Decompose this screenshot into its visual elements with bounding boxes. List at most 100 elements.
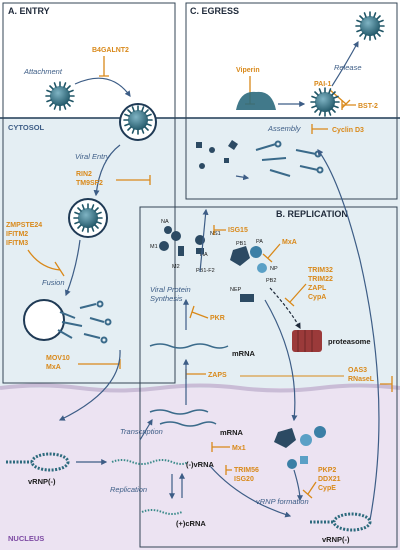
nuclear-envelope (0, 383, 400, 393)
nucleus-region (0, 388, 400, 550)
step-vps-2: Synthesis (150, 294, 183, 303)
rf-zmpste24: ZMPSTE24 (6, 222, 42, 229)
rf-isg15: ISG15 (228, 227, 248, 234)
nuclear-proteins (274, 426, 326, 469)
rf-ddx21: DDX21 (318, 476, 341, 483)
assembly-proteins (196, 140, 238, 169)
vrnp-left-shape (6, 452, 70, 472)
rf-b4galnt2: B4GALNT2 (92, 47, 129, 54)
proteasome-label: proteasome (328, 337, 371, 346)
arrow-export (317, 149, 380, 521)
vrna-strand (111, 459, 189, 465)
proteasome-shape (292, 330, 322, 352)
prot-pa: PA (256, 239, 263, 245)
entry-title: A. ENTRY (8, 6, 50, 16)
arrow-release (331, 40, 359, 87)
mrna-cyto-strand (149, 343, 229, 349)
rf-isg20: ISG20 (234, 476, 254, 483)
inhibit-pkr (189, 305, 209, 319)
budding-site (236, 91, 276, 110)
vrnp-right-label: vRNP(-) (322, 535, 350, 544)
inhibit-pkp2 (302, 481, 317, 499)
arrow-proteasome (269, 287, 301, 330)
inhibit-oas3 (380, 376, 393, 392)
virion-attachment (45, 81, 75, 111)
replication-title: B. REPLICATION (276, 209, 348, 219)
crna-label: (+)cRNA (176, 519, 206, 528)
step-release: Release (334, 63, 362, 72)
inhibit-fusion (27, 249, 65, 277)
rf-viperin: Viperin (236, 67, 260, 74)
step-assembly: Assembly (267, 124, 302, 133)
rf-pkp2: PKP2 (318, 467, 336, 474)
prot-pb1f2: PB1-F2 (196, 268, 215, 274)
virion-budding (310, 87, 340, 117)
mrna-cyto-label: mRNA (232, 349, 256, 358)
inhibit-bst2 (341, 100, 356, 110)
prot-np: NP (270, 266, 278, 272)
arrow-attach (74, 77, 131, 97)
virion-released (355, 11, 385, 41)
prot-nep: NEP (230, 287, 242, 293)
rf-rnasel: RNaseL (348, 376, 375, 383)
inhibit-isg15 (213, 225, 226, 235)
prot-na: NA (161, 219, 169, 225)
nep-shape (240, 294, 254, 302)
released-vrnps (57, 300, 112, 344)
inhibit-trim (284, 283, 307, 307)
pb1-shape (230, 246, 250, 266)
vrnp-right-shape (310, 512, 372, 532)
fusing-endosome (23, 299, 65, 341)
step-transcription: Transcription (120, 427, 163, 436)
step-viral-entry: Viral Entry (75, 152, 111, 161)
rf-pkr: PKR (210, 315, 225, 322)
nucleus-label: NUCLEUS (8, 534, 44, 543)
rf-cype: CypE (318, 485, 336, 492)
rf-zapl: ZAPL (308, 285, 327, 292)
arrow-to-vrnp-formation (209, 465, 292, 518)
rf-zaps: ZAPS (208, 372, 227, 379)
rf-cypa: CypA (308, 294, 326, 301)
arrow-assembly-in (235, 174, 250, 181)
rf-mxa-rep: MxA (282, 239, 297, 246)
step-vrnp-formation: vRNP formation (256, 497, 309, 506)
assembly-vrnps (255, 140, 324, 177)
mrna-nuc-label: mRNA (220, 428, 244, 437)
rf-mx1: Mx1 (232, 445, 246, 452)
prot-ha: HA (200, 252, 208, 258)
arrow-import (58, 349, 121, 421)
replication-box (139, 206, 398, 548)
rf-cyclin-d3: Cyclin D3 (332, 127, 364, 134)
rf-rin2: RIN2 (76, 171, 92, 178)
prot-pb1: PB1 (236, 241, 246, 247)
mrna-nuc-strand-2 (159, 421, 217, 427)
rf-tm9sf2: TM9SF2 (76, 180, 103, 187)
virion-endosome (73, 203, 103, 233)
mrna-nuc-strand-1 (149, 409, 209, 415)
np-shape (257, 263, 267, 273)
viral-protein-cluster (159, 226, 205, 256)
virion-endocytosis (123, 105, 153, 135)
rf-trim56: TRIM56 (234, 467, 259, 474)
inhibit-b4galnt2 (99, 56, 109, 77)
arrow-transcription (139, 418, 153, 441)
rf-oas3: OAS3 (348, 367, 367, 374)
inhibit-mx1 (211, 442, 230, 452)
entry-box (2, 2, 176, 384)
egress-title: C. EGRESS (190, 6, 239, 16)
prot-m1: M1 (150, 244, 158, 250)
arrow-to-nucleus (264, 299, 298, 422)
inhibit-entry (116, 175, 151, 185)
rf-trim32: TRIM32 (308, 267, 333, 274)
step-replication: Replication (110, 485, 147, 494)
rf-ifitm3: IFITM3 (6, 240, 28, 247)
prot-ns1: NS1 (210, 231, 221, 237)
inhibit-assembly (311, 124, 328, 134)
step-fusion: Fusion (42, 278, 65, 287)
arrow-proteins-to-vrnp (293, 469, 303, 502)
rf-mov10: MOV10 (46, 355, 70, 362)
rf-bst2: BST-2 (358, 103, 378, 110)
prot-m2: M2 (172, 264, 180, 270)
